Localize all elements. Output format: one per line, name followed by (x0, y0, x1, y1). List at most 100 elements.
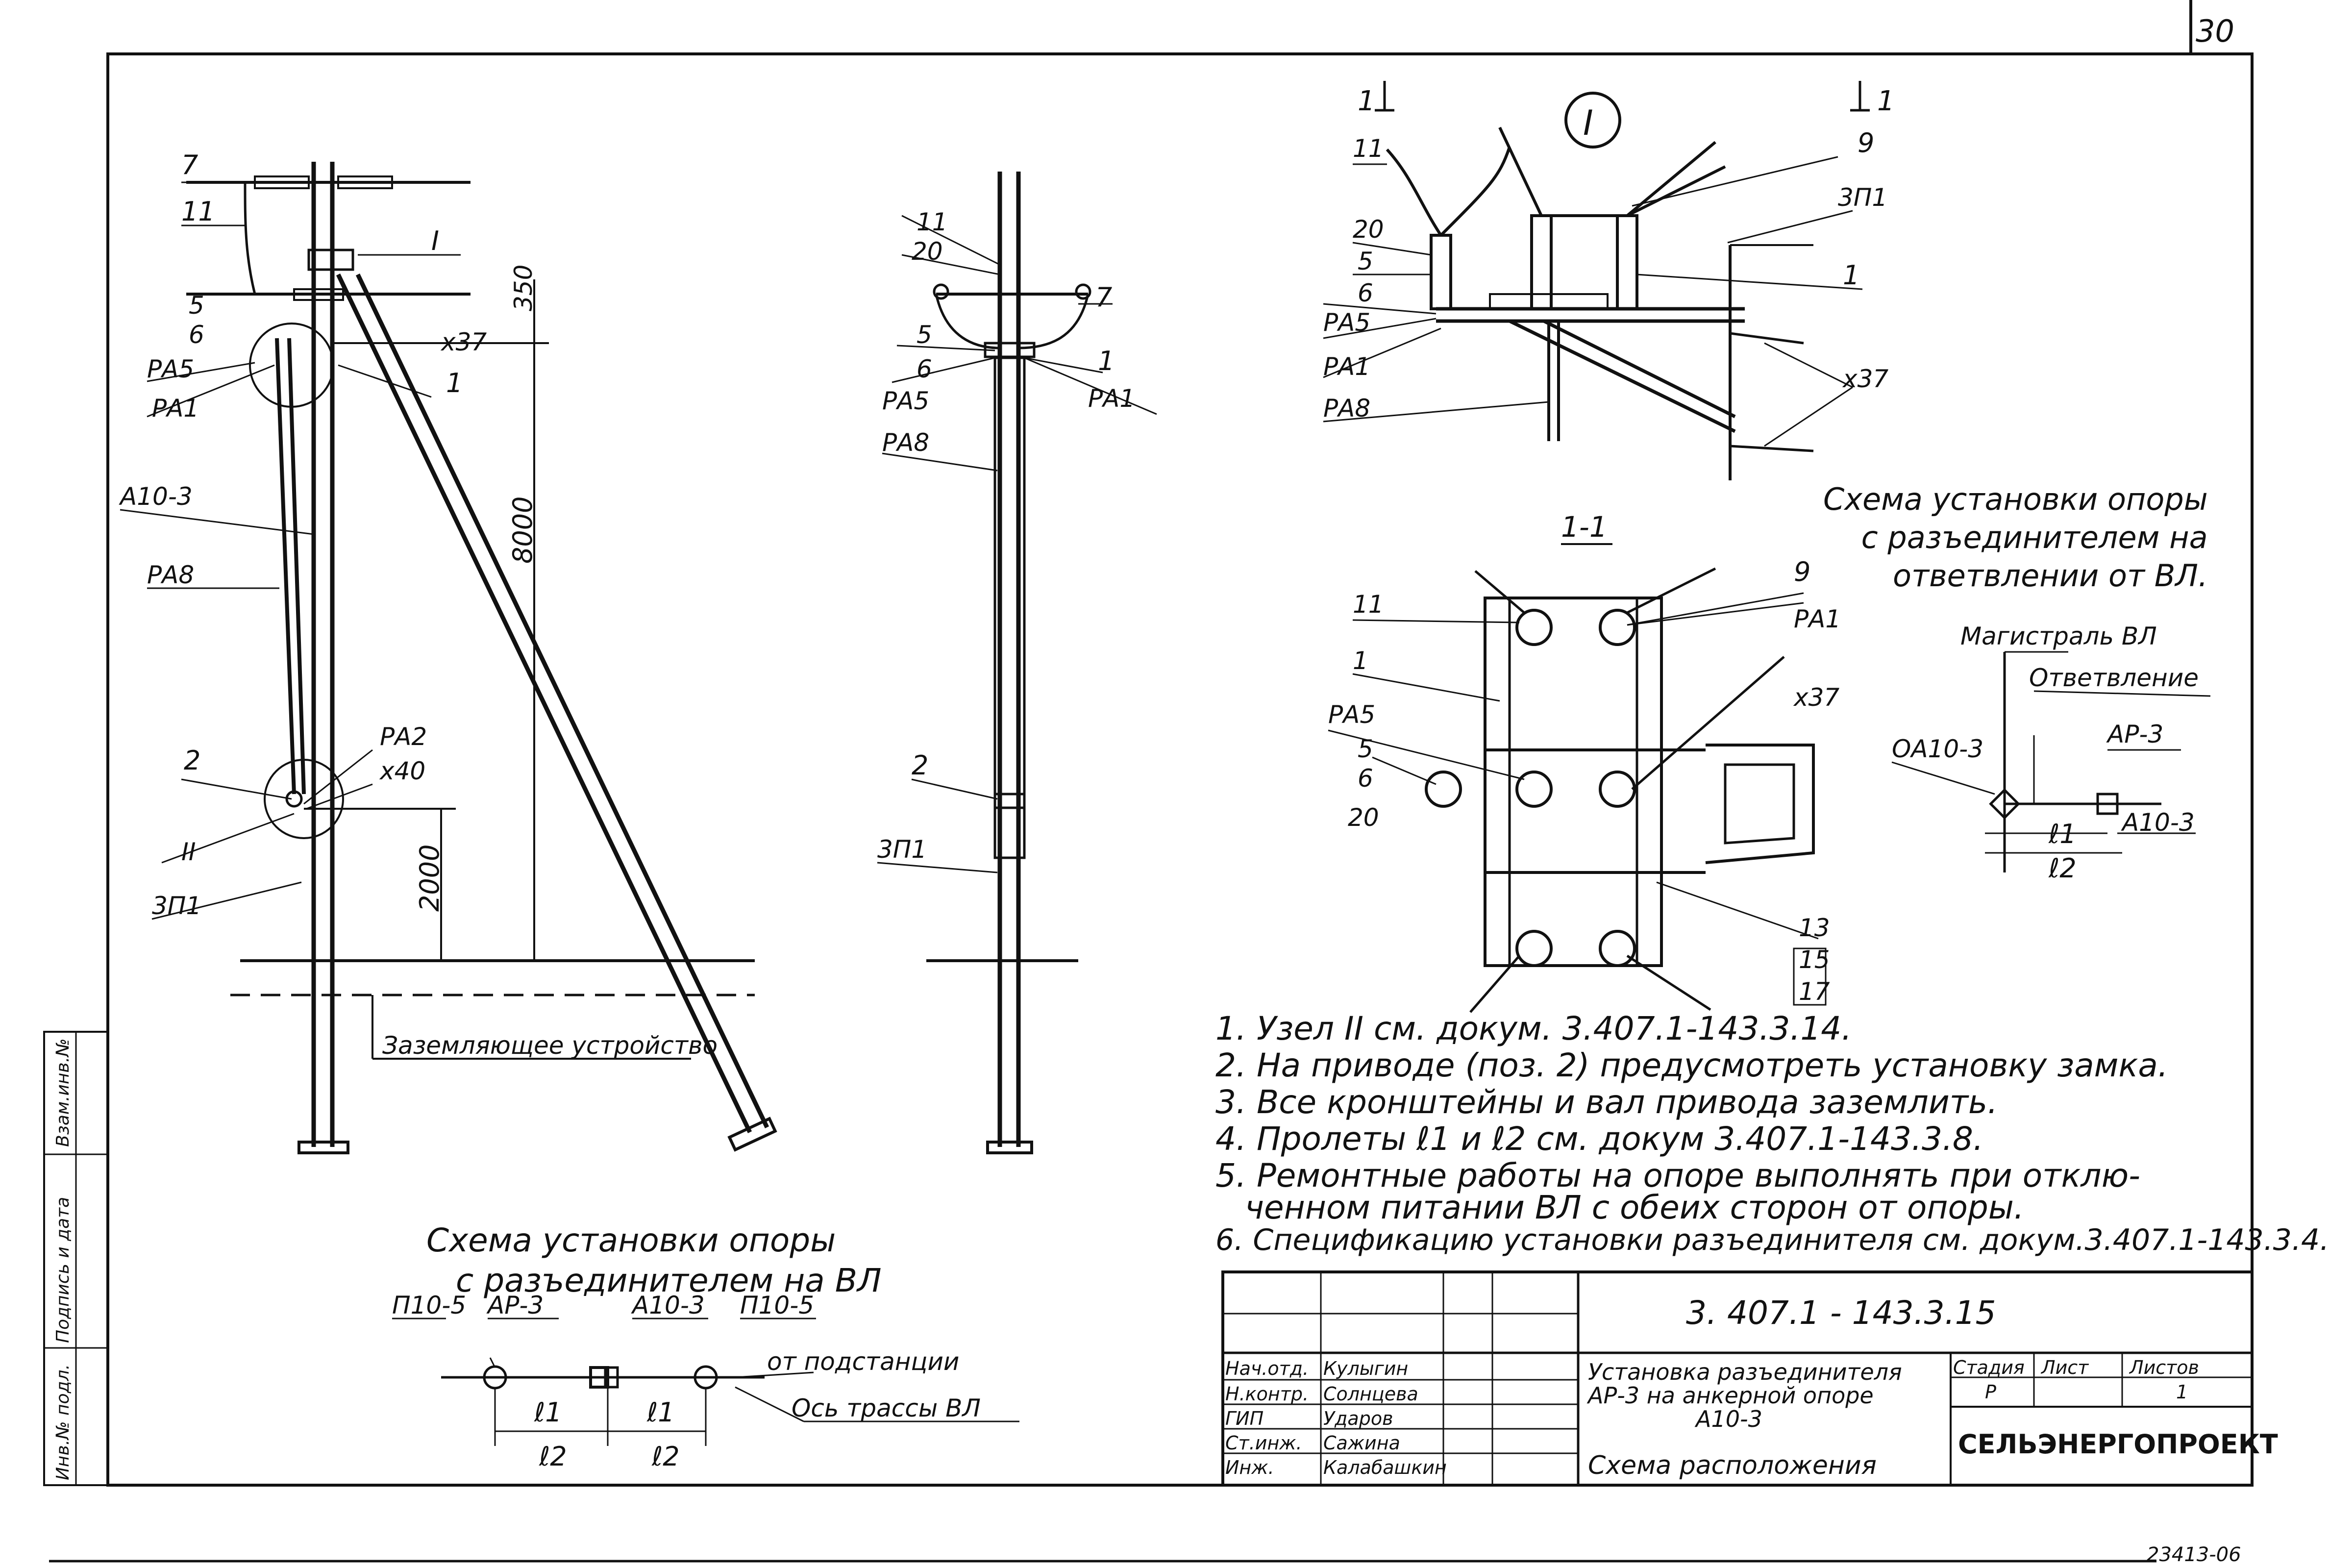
drawing-label: Подпись и дата (53, 1197, 73, 1343)
drawing-label: 8000 (507, 497, 538, 564)
drawing-label: РА5 (147, 355, 194, 383)
role-4: Ст.инж. (1225, 1432, 1302, 1454)
drawing-label: 3П1 (1838, 183, 1887, 212)
drawing-label: РА1 (1323, 352, 1370, 381)
stage-header: Стадия (1953, 1357, 2025, 1378)
drawing-label: РА5 (1328, 700, 1375, 729)
branch-scheme: Магистраль ВЛ Ответвление ОА10-3 АР-3 А1… (1891, 622, 2211, 884)
drawing-label: 3П1 (152, 892, 201, 920)
drawing-label: РА1 (1794, 605, 1841, 633)
scheme-line-title: Схема установки опоры с разъединителем н… (426, 1221, 882, 1299)
drawing-label: 5 (1358, 735, 1373, 763)
drawing-label: I (1583, 103, 1593, 143)
drawing-label: 11 (1353, 590, 1384, 619)
drawing-label: РА2 (380, 722, 427, 751)
name-5: Калабашкин (1323, 1457, 1447, 1478)
drawing-label: РА8 (882, 428, 929, 457)
drawing-label: 20 (912, 237, 943, 266)
drawing-label: РА8 (147, 561, 194, 589)
drawing-label: 1 (1877, 85, 1895, 117)
drawing-label: 11 (181, 196, 215, 227)
drawing-label: от подстанции (767, 1347, 959, 1376)
drawing-label: 17 (1799, 977, 1830, 1006)
drawing-label: 20 (1348, 803, 1379, 832)
role-2: Н.контр. (1225, 1383, 1309, 1405)
drawing-label: 6 (189, 321, 204, 349)
section-1-1-view: 1-1 11 1 РА5 5 6 20 9 РА1 х37 (1328, 510, 1841, 1013)
drawing-label: ℓ2 (2048, 853, 2077, 884)
drawing-label: П10-5 (392, 1291, 466, 1319)
drawing-label: А10-3 (2121, 808, 2195, 837)
sheets-header: Листов (2130, 1357, 2199, 1378)
drawing-label: 20 (1353, 215, 1384, 244)
role-1: Нач.отд. (1225, 1358, 1309, 1379)
drawing-label: ℓ1 (2048, 819, 2077, 849)
drawing-label: 11 (917, 208, 948, 236)
drawing-label: х37 (1842, 365, 1888, 393)
name-1: Кулыгин (1323, 1358, 1409, 1379)
drawing-label: 9 (1858, 127, 1874, 158)
detail-I-view: I 1 1 (1323, 81, 1895, 480)
drawing-label: 11 (1353, 134, 1384, 163)
drawing-sheet: 30 23413-06 Инв.№ подл. Подпись и дата В… (43, 0, 2329, 1566)
archive-number: 23413-06 (2147, 1543, 2241, 1566)
drawing-label: Ответвление (2029, 664, 2199, 692)
drawing-label: I (431, 225, 439, 256)
doc-title: Установка разъединителя АР-3 на анкерной… (1588, 1359, 1902, 1432)
drawing-label: 1-1 (1561, 510, 1608, 544)
drawing-label: 6 (1358, 279, 1373, 307)
drawing-label: П10-5 (740, 1291, 814, 1319)
drawing-label: 350 (509, 265, 538, 311)
drawing-label: ℓ2 (651, 1441, 680, 1472)
doc-subtitle: Схема расположения (1588, 1451, 1877, 1480)
drawing-label: 6 (1358, 764, 1373, 793)
drawing-label: х37 (440, 328, 487, 356)
drawing-label: ℓ1 (534, 1397, 562, 1428)
drawing-label: Ось трассы ВЛ (792, 1394, 981, 1422)
drawing-label: 1 (1843, 260, 1859, 291)
line-scheme: П10-5 АР-3 А10-3 П10-5 от подстанции Ось… (392, 1291, 1019, 1472)
drawing-label: А10-3 (119, 482, 193, 511)
drawing-label: Взам.инв.№ (53, 1038, 73, 1147)
grounding-label: Заземляющее устройство (382, 1031, 718, 1060)
drawing-label: 15 (1799, 946, 1830, 974)
drawing-label: Магистраль ВЛ (1960, 622, 2157, 650)
drawing-label: II (181, 838, 196, 866)
drawing-label: 1 (1098, 346, 1115, 376)
drawing-label: ОА10-3 (1892, 735, 1983, 763)
drawing-label: 3П1 (877, 835, 927, 864)
drawing-label: 5 (1358, 247, 1373, 275)
drawing-label: ℓ2 (539, 1441, 567, 1472)
drawing-label: РА5 (1323, 308, 1370, 337)
organization-name: СЕЛЬЭНЕРГОПРОЕКТ (1958, 1429, 2278, 1460)
drawing-label: 6 (917, 355, 932, 383)
drawing-label: х40 (379, 757, 425, 785)
side-stamp: Инв.№ подл. Подпись и дата Взам.инв.№ (43, 1031, 109, 1486)
drawing-label: 2 (184, 745, 200, 776)
drawing-label: РА5 (882, 387, 929, 415)
drawing-label: 9 (1794, 556, 1810, 587)
note-4: 4. Пролеты ℓ1 и ℓ2 см. докум 3.407.1-143… (1215, 1120, 1983, 1158)
title-block (1221, 1270, 2254, 1487)
drawing-canvas: 30 23413-06 Инв.№ подл. Подпись и дата В… (43, 0, 2254, 1566)
drawing-label: 2000 (414, 845, 445, 912)
drawing-label: Инв.№ подл. (53, 1364, 73, 1480)
name-3: Ударов (1323, 1408, 1393, 1429)
scheme-branch-title: Схема установки опоры с разъединителем н… (1823, 481, 2208, 594)
note-3: 3. Все кронштейны и вал привода заземлит… (1215, 1083, 1998, 1121)
drawing-label: РА1 (152, 394, 199, 423)
side-support-view: 11 20 7 5 6 РА5 РА1 1 РА8 2 3П1 (877, 172, 1157, 1154)
drawing-label: РА8 (1323, 394, 1370, 423)
role-5: Инж. (1225, 1457, 1274, 1478)
note-1: 1. Узел II см. докум. 3.407.1-143.3.14. (1215, 1010, 1852, 1047)
note-6: 6. Спецификацию установки разъединителя … (1215, 1223, 2329, 1257)
drawing-label: 1 (446, 368, 463, 398)
sheet-number: 30 (2196, 13, 2234, 49)
drawing-label: 5 (917, 321, 932, 349)
sheet-header: Лист (2041, 1357, 2089, 1378)
stage-value: Р (1985, 1381, 1996, 1403)
doc-code: 3. 407.1 - 143.3.15 (1686, 1294, 1996, 1332)
drawing-label: АР-3 (486, 1291, 544, 1319)
drawing-label: 13 (1799, 914, 1830, 942)
drawing-label: РА1 (1088, 384, 1135, 413)
